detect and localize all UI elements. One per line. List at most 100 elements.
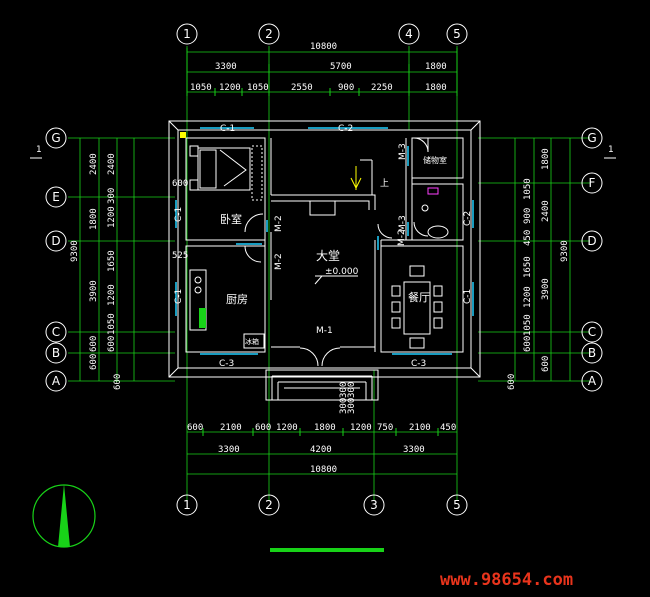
- dim-top-mid-2: 5700: [330, 62, 352, 72]
- staircase: 上: [350, 159, 389, 195]
- vertical-axis-lines: [186, 46, 458, 500]
- entry-steps: 300 300 300 300: [265, 369, 379, 414]
- dim-left-inner-1: 2400: [107, 153, 117, 175]
- window-label-bottom-left: C-3: [219, 359, 234, 369]
- dim-bottom-detail-1: 600: [187, 423, 203, 433]
- section-mark-right: 1: [608, 145, 614, 155]
- step-dim-3: 300: [339, 398, 349, 414]
- dim-left-outer-4: 600: [89, 336, 99, 352]
- dim-right-outer-2: 2400: [541, 200, 551, 222]
- dim-right-total: 9300: [560, 240, 570, 262]
- axis-label-right-A: A: [588, 374, 597, 388]
- dim-bottom-detail-8: 2100: [409, 423, 431, 433]
- dim-top-detail-6: 2250: [371, 83, 393, 93]
- dim-top-detail-7: 1800: [425, 83, 447, 93]
- dim-right-inner-1: 1050: [523, 178, 533, 200]
- room-label-bedroom: 卧室: [220, 212, 242, 226]
- dim-left-inner-5: 1200: [107, 284, 117, 306]
- axis-label-top-1: 1: [183, 27, 191, 41]
- room-label-storage: 储物室: [423, 155, 447, 165]
- step-dim-1: 300: [339, 382, 349, 398]
- dim-top-detail-3: 1050: [247, 83, 269, 93]
- fridge-label: 冰箱: [245, 337, 259, 346]
- axis-label-left-E: E: [52, 190, 60, 204]
- axis-label-right-B: B: [588, 346, 596, 360]
- dim-right-outer-1: 1800: [541, 148, 551, 170]
- axis-label-top-5: 5: [453, 27, 461, 41]
- door-label-m2-kitchen: M-2: [274, 253, 284, 270]
- step-dim-2: 300: [347, 382, 357, 398]
- window-label-right-upper: C-2: [463, 211, 473, 226]
- window-label-left-upper: C-1: [174, 207, 184, 222]
- dim-top-detail-5: 900: [338, 83, 354, 93]
- dim-bottom-detail-5: 1800: [314, 423, 336, 433]
- kitchen-furniture: 冰箱: [189, 269, 265, 349]
- dim-bottom-detail-2: 2100: [220, 423, 242, 433]
- dim-right-small: 600: [507, 374, 517, 390]
- door-label-m3-storage: M-3: [398, 143, 408, 160]
- bed-dimension-label: 600: [172, 179, 188, 189]
- axis-label-top-2: 2: [265, 27, 273, 41]
- building-walls: [168, 120, 481, 378]
- dim-bottom-detail-7: 750: [377, 423, 393, 433]
- dim-left-total: 9300: [70, 240, 80, 262]
- room-label-hall: 大堂: [316, 249, 340, 263]
- dim-top-detail-2: 1200: [219, 83, 241, 93]
- window-label-top-mid: C-2: [338, 124, 353, 134]
- dim-right-inner-2: 900: [523, 208, 533, 224]
- watermark-text: www.98654.com: [440, 570, 573, 590]
- dim-top-detail-4: 2550: [291, 83, 313, 93]
- dim-right-inner-6: 1050: [523, 314, 533, 336]
- dim-right-inner-3: 450: [523, 230, 533, 246]
- opening-labels: C-1 C-2 C-1 C-1 C-2 C-1 C-3 C-3 M-1 M-2 …: [174, 124, 473, 369]
- dim-left-outer-3: 3900: [89, 280, 99, 302]
- door-label-m1: M-1: [316, 326, 333, 336]
- dim-bottom-detail-4: 1200: [276, 423, 298, 433]
- window-label-bottom-right: C-3: [411, 359, 426, 369]
- north-arrow-icon: [32, 484, 96, 548]
- room-labels: 卧室 厨房 大堂 ±0.000 餐厅 储物室: [220, 155, 447, 306]
- axis-label-left-A: A: [52, 374, 61, 388]
- right-axis-bubbles: G F D C B A 1: [581, 127, 616, 392]
- dim-right-inner-7: 600: [523, 336, 533, 352]
- left-dimensions: 9300 2400 1800 3900 600 600 2400 300 120…: [70, 138, 188, 390]
- scale-bar: [270, 548, 384, 552]
- dim-left-inner-3: 1200: [107, 206, 117, 228]
- dining-furniture: [391, 265, 443, 349]
- axis-label-left-B: B: [52, 346, 60, 360]
- dim-bottom-total: 10800: [310, 465, 337, 475]
- elevation-label: ±0.000: [325, 267, 359, 277]
- axis-label-bottom-5: 5: [453, 498, 461, 512]
- axis-label-right-F: F: [589, 176, 596, 190]
- dim-bottom-mid-3: 3300: [403, 445, 425, 455]
- top-axis-bubbles: 1 2 4 5: [176, 23, 468, 45]
- dim-left-inner-6: 1050: [107, 313, 117, 335]
- bottom-axis-bubbles: 1 2 3 5: [176, 494, 468, 516]
- left-axis-bubbles: G E D C B A 1: [30, 127, 67, 392]
- step-dim-4: 300: [347, 398, 357, 414]
- right-dimensions: 1800 2400 3900 600 9300 1050 900 450 165…: [507, 138, 571, 390]
- axis-label-bottom-2: 2: [265, 498, 273, 512]
- dim-top-mid-1: 3300: [215, 62, 237, 72]
- window-label-top-left: C-1: [220, 124, 235, 134]
- dim-right-outer-4: 600: [541, 356, 551, 372]
- dim-bottom-detail-6: 1200: [350, 423, 372, 433]
- window-label-left-lower: C-1: [174, 289, 184, 304]
- axis-label-left-G: G: [51, 131, 60, 145]
- axis-label-bottom-3: 3: [370, 498, 378, 512]
- dim-bottom-mid-2: 4200: [310, 445, 332, 455]
- dim-top-mid-3: 1800: [425, 62, 447, 72]
- dim-left-mark: 525: [172, 251, 188, 261]
- axis-label-top-4: 4: [405, 27, 413, 41]
- dim-bottom-detail-9: 450: [440, 423, 456, 433]
- dim-right-inner-4: 1650: [523, 256, 533, 278]
- dim-left-outer-2: 1800: [89, 208, 99, 230]
- dim-top-detail-1: 1050: [190, 83, 212, 93]
- bottom-dimensions: 600 2100 600 1200 1800 1200 750 2100 450…: [187, 423, 457, 475]
- dim-right-outer-3: 3900: [541, 278, 551, 300]
- door-swings: [244, 137, 429, 367]
- door-label-m2-dining: M-2: [397, 229, 407, 246]
- axis-label-left-D: D: [51, 234, 60, 248]
- section-mark-left: 1: [36, 145, 42, 155]
